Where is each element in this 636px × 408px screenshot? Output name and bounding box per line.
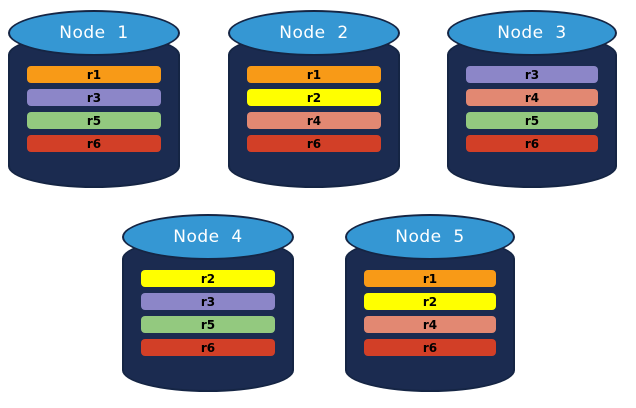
replica-bar[interactable]: r6 xyxy=(363,339,497,356)
replica-bar[interactable]: r2 xyxy=(246,89,382,106)
replica-bar[interactable]: r6 xyxy=(465,135,599,152)
replica-bar[interactable]: r4 xyxy=(246,112,382,129)
replica-bar[interactable]: r3 xyxy=(26,89,162,106)
replica-bar[interactable]: r6 xyxy=(26,135,162,152)
cylinder-top-ellipse xyxy=(228,10,400,56)
replica-list: r1 r3 r5 r6 xyxy=(8,66,180,152)
replica-bar[interactable]: r5 xyxy=(26,112,162,129)
replica-bar[interactable]: r5 xyxy=(465,112,599,129)
cylinder-body xyxy=(447,33,617,188)
replica-bar[interactable]: r5 xyxy=(140,316,276,333)
cylinder-top-ellipse xyxy=(8,10,180,56)
replica-bar[interactable]: r3 xyxy=(140,293,276,310)
replica-bar[interactable]: r2 xyxy=(363,293,497,310)
replica-list: r1 r2 r4 r6 xyxy=(228,66,400,152)
replica-bar[interactable]: r6 xyxy=(140,339,276,356)
replica-bar[interactable]: r1 xyxy=(363,270,497,287)
replica-bar[interactable]: r6 xyxy=(246,135,382,152)
cylinder-body xyxy=(345,237,515,392)
replica-bar[interactable]: r1 xyxy=(26,66,162,83)
cylinder-top-ellipse xyxy=(447,10,617,56)
replica-bar[interactable]: r1 xyxy=(246,66,382,83)
replica-bar[interactable]: r4 xyxy=(465,89,599,106)
replica-bar[interactable]: r4 xyxy=(363,316,497,333)
replica-bar[interactable]: r2 xyxy=(140,270,276,287)
replica-bar[interactable]: r3 xyxy=(465,66,599,83)
cylinder-body xyxy=(122,237,294,392)
cylinder-top-ellipse xyxy=(345,214,515,260)
replica-list: r1 r2 r4 r6 xyxy=(345,270,515,356)
replica-list: r2 r3 r5 r6 xyxy=(122,270,294,356)
cylinder-top-ellipse xyxy=(122,214,294,260)
cylinder-body xyxy=(228,33,400,188)
replica-list: r3 r4 r5 r6 xyxy=(447,66,617,152)
